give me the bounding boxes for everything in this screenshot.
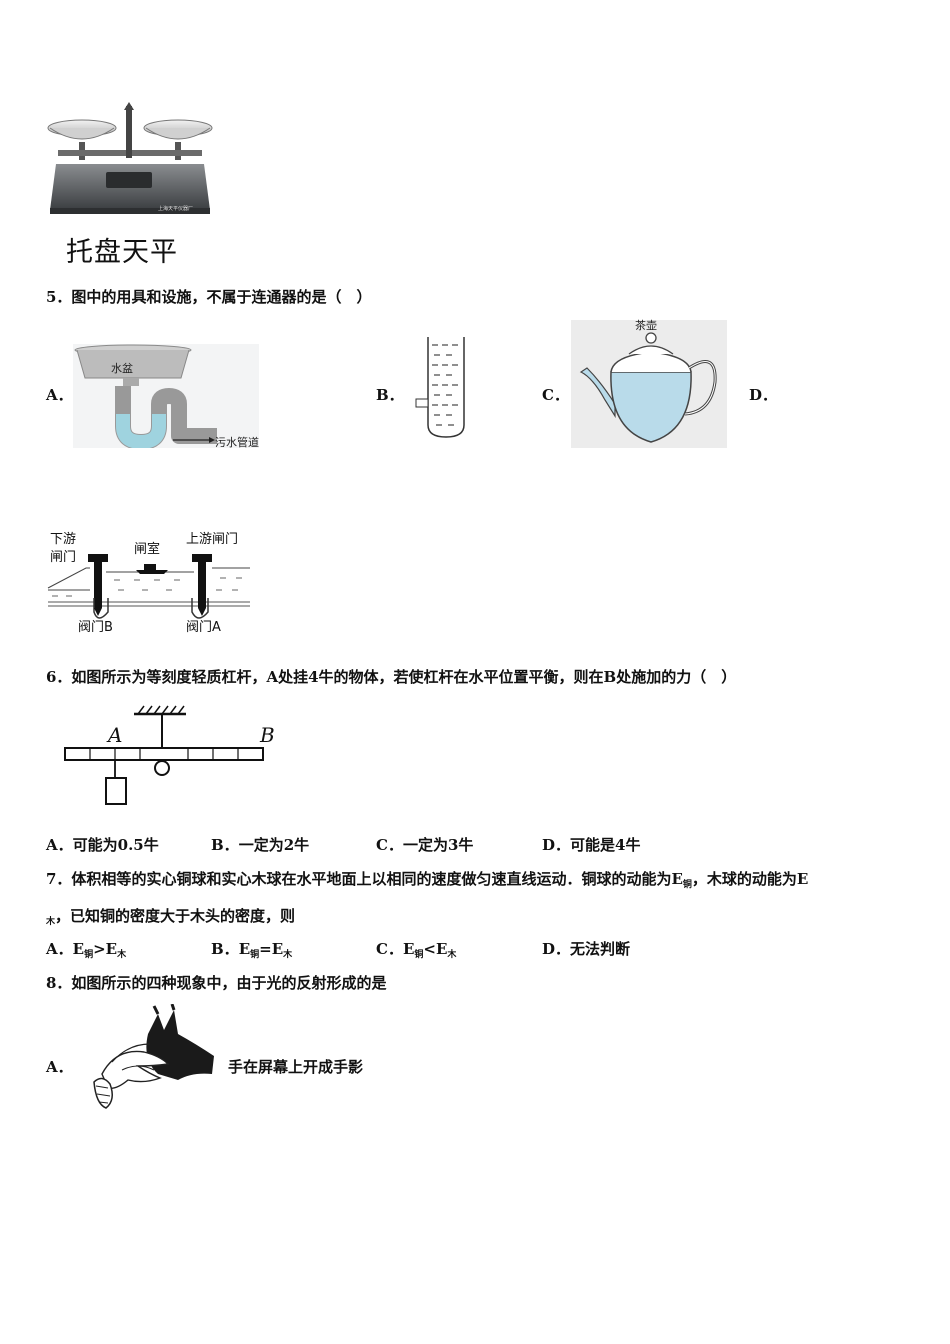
q8-option-a-letter: A． [46, 1058, 73, 1076]
q5-pipe-label: 污水管道 [215, 436, 259, 449]
q7-option-b-e1: E [238, 940, 251, 958]
q5-option-b-figure [410, 335, 470, 441]
q8-stem: 8．如图所示的四种现象中，由于光的反射形成的是 [46, 974, 387, 992]
svg-text:上海天平仪器厂: 上海天平仪器厂 [158, 205, 193, 212]
q7-option-d-letter: D． [542, 940, 571, 958]
q6-option-b: B．一定为2牛 [211, 834, 309, 855]
q6-option-b-letter: B． [211, 836, 239, 854]
q7-option-b-op: =E [259, 940, 284, 958]
q5-upstream-label: 上游闸门 [186, 532, 239, 547]
q7-option-a-e1: E [72, 940, 85, 958]
q6-option-a-letter: A． [46, 836, 73, 854]
q7-option-c-e1: E [402, 940, 415, 958]
q5-option-a-figure: 水盆 污水管道 [73, 344, 259, 450]
q7-option-a-op: >E [93, 940, 118, 958]
q7-option-a-letter: A． [46, 940, 73, 958]
q6-option-a-text: 可能为0.5牛 [72, 836, 159, 854]
q5-valve-a-label: 阀门A [186, 620, 221, 635]
q7-stem-line1: 7．体积相等的实心铜球和实心木球在水平地面上以相同的速度做匀速直线运动．铜球的动… [46, 868, 809, 890]
q5-option-c-figure: 茶壶 [571, 319, 727, 448]
q6-option-b-text: 一定为2牛 [238, 836, 310, 854]
q7-option-a: A．E铜>E木 [46, 938, 127, 960]
q5-chamber-label: 闸室 [134, 542, 161, 557]
q5-downstream-label-1: 下游 [50, 532, 77, 547]
q7-sub-copper: 铜 [682, 880, 692, 890]
q7-option-c-s1: 铜 [414, 950, 424, 960]
q5-basin-label: 水盆 [111, 362, 133, 375]
q5-option-d-figure: 下游 闸门 闸室 上游闸门 阀门B 阀门A [44, 528, 256, 638]
q8-option-a-figure [88, 1003, 218, 1114]
q7-option-c-s2: 木 [447, 950, 457, 960]
q6-option-c-letter: C． [376, 836, 403, 854]
q6-lever-figure: A B [60, 704, 282, 810]
q7-option-c-op: <E [423, 940, 448, 958]
q5-option-a-letter: A． [46, 386, 73, 404]
q7-option-b-letter: B． [211, 940, 239, 958]
q7-stem-part2: ，木球的动能为E [691, 870, 809, 888]
balance-caption: 托盘天平 [66, 237, 178, 268]
q5-stem: 5．图中的用具和设施，不属于连通器的是（ ） [46, 288, 372, 306]
q7-option-b: B．E铜=E木 [211, 938, 293, 960]
q6-stem: 6．如图所示为等刻度轻质杠杆，A处挂4牛的物体，若使杠杆在水平位置平衡，则在B处… [46, 668, 737, 686]
balance-figure: 上海天平仪器厂 托盘天平 [46, 98, 216, 268]
q5-option-d-letter: D． [749, 386, 778, 404]
q7-stem-line2: 木，已知铜的密度大于木头的密度，则 [46, 905, 296, 927]
q7-option-a-s2: 木 [117, 950, 127, 960]
q6-option-d: D．可能是4牛 [542, 834, 640, 855]
q7-option-a-s1: 铜 [84, 950, 94, 960]
q7-option-d-text: 无法判断 [570, 940, 631, 958]
q6-option-a: A．可能为0.5牛 [46, 834, 159, 855]
q6-option-c: C．一定为3牛 [376, 834, 473, 855]
q5-option-b-letter: B． [376, 386, 404, 404]
q6-option-d-letter: D． [542, 836, 571, 854]
q7-stem-line2-text: ，已知铜的密度大于木头的密度，则 [55, 907, 296, 925]
q5-valve-b-label: 阀门B [78, 620, 113, 635]
q6-option-d-text: 可能是4牛 [570, 836, 641, 854]
q7-option-b-s1: 铜 [250, 950, 260, 960]
q7-sub-wood: 木 [46, 917, 56, 927]
q7-option-c-letter: C． [376, 940, 403, 958]
q7-option-b-s2: 木 [283, 950, 293, 960]
q5-option-c-letter: C． [542, 386, 569, 404]
q8-option-a-text: 手在屏幕上开成手影 [228, 1058, 364, 1076]
q5-downstream-label-2: 闸门 [50, 550, 77, 565]
q7-option-d: D．无法判断 [542, 938, 630, 959]
q6-label-b: B [259, 723, 275, 747]
q6-label-a: A [106, 723, 122, 747]
q7-stem-part1: 7．体积相等的实心铜球和实心木球在水平地面上以相同的速度做匀速直线运动．铜球的动… [46, 870, 683, 888]
q6-option-c-text: 一定为3牛 [402, 836, 474, 854]
balance-illustration: 上海天平仪器厂 [47, 102, 213, 214]
q7-option-c: C．E铜<E木 [376, 938, 457, 960]
q5-teapot-label: 茶壶 [635, 319, 657, 332]
